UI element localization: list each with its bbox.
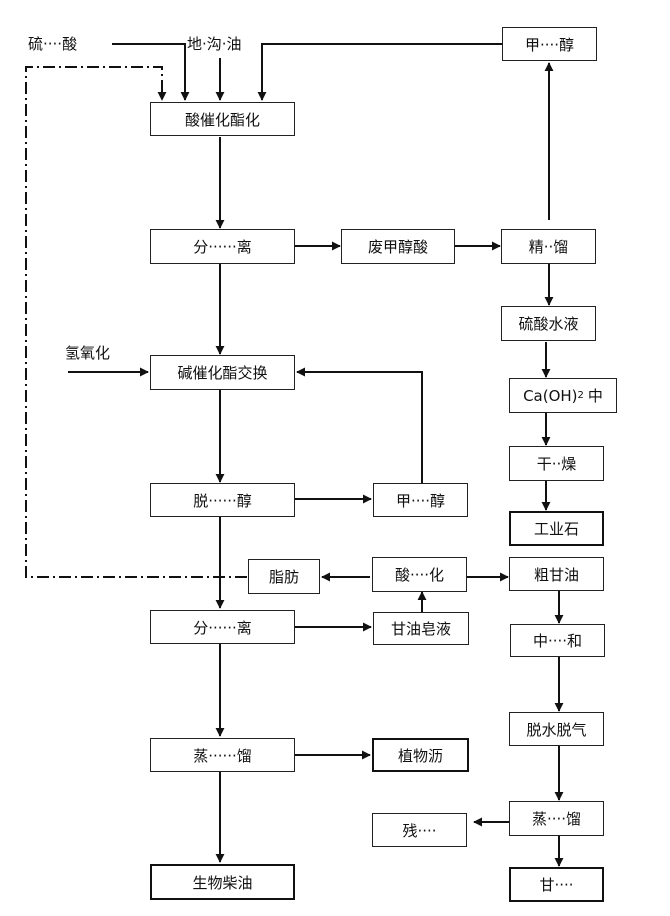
biodiesel-box: 生物柴油: [150, 864, 295, 900]
waste-oil-label: 地·沟·油: [187, 35, 242, 53]
methanol-top-box: 甲····醇: [502, 27, 597, 61]
sulfuric-acid-solution-box: 硫酸水液: [501, 306, 596, 341]
acidification-box: 酸····化: [372, 557, 467, 592]
distillation-box-1: 蒸······馏: [150, 738, 295, 772]
caoh2-subscript: 2: [577, 390, 584, 401]
plant-pitch-box: 植物沥: [372, 738, 469, 772]
neutralization-box: 中····和: [510, 624, 605, 657]
dashdot-fat-recycle: [25, 66, 247, 578]
distillation-box-2: 蒸····馏: [509, 801, 604, 836]
crude-glycerol-box: 粗甘油: [509, 557, 604, 591]
hydroxide-label: 氢氧化: [65, 344, 111, 362]
arrow-methanol-to-esterification: [257, 43, 503, 101]
industrial-stone-box: 工业石: [509, 511, 604, 546]
glycerol-soap-box: 甘油皂液: [373, 612, 469, 645]
demethanolization-box: 脱······醇: [150, 483, 295, 517]
glycerol-box: 甘····: [509, 867, 604, 902]
drying-box: 干··燥: [509, 446, 604, 481]
base-transesterification-box: 碱催化酯交换: [150, 355, 295, 390]
sulfuric-acid-label: 硫····酸: [28, 35, 78, 53]
methanol-recovered-box: 甲····醇: [373, 483, 468, 517]
separation-box-1: 分······离: [150, 229, 295, 264]
arrow-methanol-recycle: [296, 367, 423, 484]
separation-box-2: 分······离: [150, 610, 295, 644]
residue-box: 残····: [372, 813, 467, 847]
arrow-sulfuric-to-esterification: [112, 43, 190, 101]
caoh2-suffix: 中: [587, 387, 603, 405]
caoh2-prefix: Ca(OH): [523, 386, 578, 405]
acid-esterification-box: 酸催化酯化: [150, 102, 295, 136]
dehydration-degassing-box: 脱水脱气: [509, 712, 604, 746]
fat-box: 脂肪: [248, 559, 320, 594]
waste-methanol-acid-box: 废甲醇酸: [341, 229, 455, 264]
rectification-box: 精··馏: [501, 229, 596, 264]
